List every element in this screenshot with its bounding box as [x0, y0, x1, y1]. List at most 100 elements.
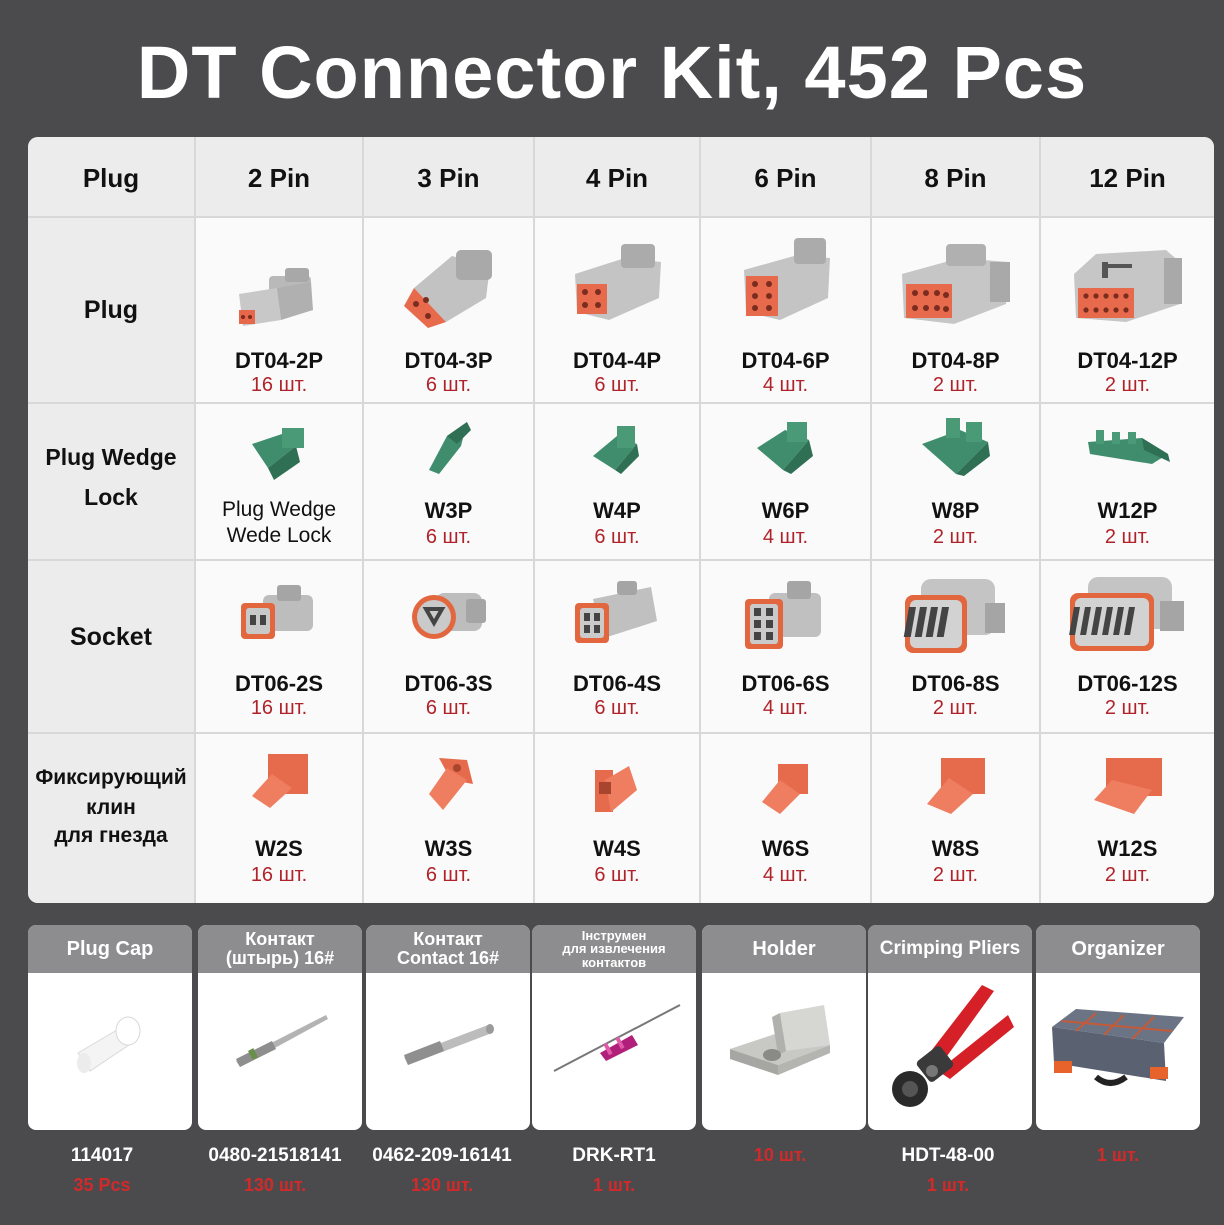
item-code: DT04-6P — [741, 348, 830, 373]
accessory-code: 114017 — [70, 1145, 134, 1166]
accessory-qty: 130 шт. — [243, 1175, 307, 1195]
header-label: 2 Pin — [247, 163, 311, 193]
item-code: DT06-2S — [234, 671, 324, 696]
item-code: DT04-4P — [572, 348, 662, 373]
header-cell: 12 Pin — [1041, 137, 1214, 218]
item-qty: 6 шт. — [425, 374, 472, 396]
item-cell: DT04-6P 4 шт. — [701, 218, 872, 404]
page-title: DT Connector Kit, 452 Pcs — [136, 31, 1088, 114]
item-qty: 2 шт. — [1104, 374, 1151, 396]
header-cell: Plug — [28, 137, 196, 218]
wedge-lock-green-icon — [1087, 430, 1170, 464]
item-cell: W4P 6 шт. — [535, 404, 701, 561]
row-label-line: клин — [86, 796, 136, 819]
row-label-line: для гнезда — [54, 824, 168, 847]
connector-table: Plug 2 Pin 3 Pin 4 Pin 6 Pin 8 Pin 12 Pi… — [28, 137, 1214, 903]
card-title-line: контактов — [581, 954, 647, 970]
item-code: W4P — [593, 498, 641, 523]
plug-connector-icon — [743, 238, 830, 320]
item-code: W3P — [424, 498, 473, 523]
item-qty: 6 шт. — [425, 697, 472, 719]
crimping-pliers-icon — [892, 985, 1014, 1107]
removal-tool-icon — [553, 1004, 681, 1072]
pin-contact-icon — [236, 1015, 328, 1067]
item-qty: 6 шт. — [594, 374, 640, 396]
item-qty: 6 шт. — [594, 864, 640, 886]
accessory-card-pin-contact: Контакт (штырь) 16# — [198, 925, 362, 1130]
item-cell: DT04-3P 6 шт. — [364, 218, 535, 404]
header-label: 12 Pin — [1089, 163, 1166, 193]
header-label: 6 Pin — [754, 163, 817, 193]
item-code: DT06-3S — [404, 671, 493, 696]
accessory-card-plug-cap: Plug Cap — [28, 925, 192, 1130]
item-cell: W8P 2 шт. — [872, 404, 1041, 561]
card-title: Plug Cap — [28, 925, 192, 973]
item-cell: DT04-2P 16 шт. — [196, 218, 364, 404]
item-code: DT06-4S — [572, 671, 662, 696]
header-label: 3 Pin — [417, 163, 480, 193]
item-code: W6P — [761, 498, 810, 523]
plug-connector-icon — [901, 244, 1010, 324]
item-qty: 2 шт. — [1104, 526, 1151, 548]
plug-connector-icon — [239, 268, 313, 326]
item-cell: W2S 16 шт. — [196, 734, 364, 903]
item-code: DT04-8P — [911, 348, 1000, 373]
item-qty: 4 шт. — [762, 864, 809, 886]
organizer-box-icon — [1052, 1009, 1184, 1086]
header-cell: 6 Pin — [701, 137, 872, 218]
socket-connector-icon — [241, 585, 313, 639]
accessory-code: HDT-48-00 — [901, 1145, 995, 1166]
item-code: W12P — [1097, 498, 1158, 523]
wedge-lock-green-icon — [252, 428, 304, 480]
item-qty: 2 шт. — [1104, 864, 1151, 886]
row-label-line: Фиксирующий — [35, 766, 187, 789]
wedge-lock-green-icon — [428, 422, 471, 474]
socket-contact-icon — [404, 1024, 494, 1065]
item-cell: W6S 4 шт. — [701, 734, 872, 903]
item-cell: DT04-4P 6 шт. — [535, 218, 701, 404]
item-qty: 6 шт. — [594, 697, 640, 719]
item-cell: W6P 4 шт. — [701, 404, 872, 561]
row-label: Socket — [70, 623, 152, 651]
card-title-line: Контакт — [245, 929, 315, 950]
row-label: Plug — [83, 296, 139, 324]
accessory-card-removal-tool: Інструмен для извлечения контактов — [532, 925, 696, 1130]
accessory-qty: 1 шт. — [592, 1175, 636, 1195]
socket-connector-icon — [411, 593, 486, 639]
socket-wedge-orange-icon — [926, 758, 985, 814]
accessory-code: DRK-RT1 — [572, 1145, 656, 1166]
card-title-line: для извлечения — [562, 941, 666, 957]
item-code: W12S — [1097, 836, 1158, 861]
item-code: W8P — [931, 498, 980, 523]
header-label: 4 Pin — [585, 163, 649, 193]
item-qty: 16 шт. — [250, 374, 308, 396]
socket-connector-icon — [575, 581, 657, 643]
item-code: DT04-3P — [404, 348, 493, 373]
plug-connector-icon — [575, 244, 661, 320]
item-code: DT04-12P — [1077, 348, 1178, 373]
socket-connector-icon — [744, 581, 821, 649]
card-title: Organizer — [1036, 925, 1200, 973]
row-label-line: Plug Wedge — [45, 444, 177, 470]
socket-wedge-orange-icon — [428, 758, 473, 810]
item-code: DT04-2P — [234, 348, 324, 373]
accessory-code: 0480-21518141 — [208, 1145, 342, 1166]
item-cell: W3S 6 шт. — [364, 734, 535, 903]
item-cell: DT06-3S 6 шт. — [364, 561, 535, 734]
item-qty: 2 шт. — [932, 374, 979, 396]
item-cell: DT04-12P 2 шт. — [1041, 218, 1214, 404]
item-code: W2S — [255, 836, 303, 861]
accessory-card-crimping-pliers: Crimping Pliers — [868, 925, 1032, 1130]
item-cell: DT06-6S 4 шт. — [701, 561, 872, 734]
item-qty: 2 шт. — [932, 864, 979, 886]
item-qty: 4 шт. — [762, 526, 809, 548]
header-cell: 4 Pin — [535, 137, 701, 218]
accessory-card-organizer: Organizer — [1036, 925, 1200, 1130]
header-cell: 8 Pin — [872, 137, 1041, 218]
item-code: DT06-8S — [911, 671, 1000, 696]
item-qty: 6 шт. — [425, 526, 472, 548]
wedge-lock-green-icon — [756, 422, 813, 474]
row-label-line: Lock — [84, 484, 138, 510]
item-qty: 4 шт. — [762, 374, 809, 396]
accessory-qty: 35 Pcs — [73, 1175, 131, 1195]
